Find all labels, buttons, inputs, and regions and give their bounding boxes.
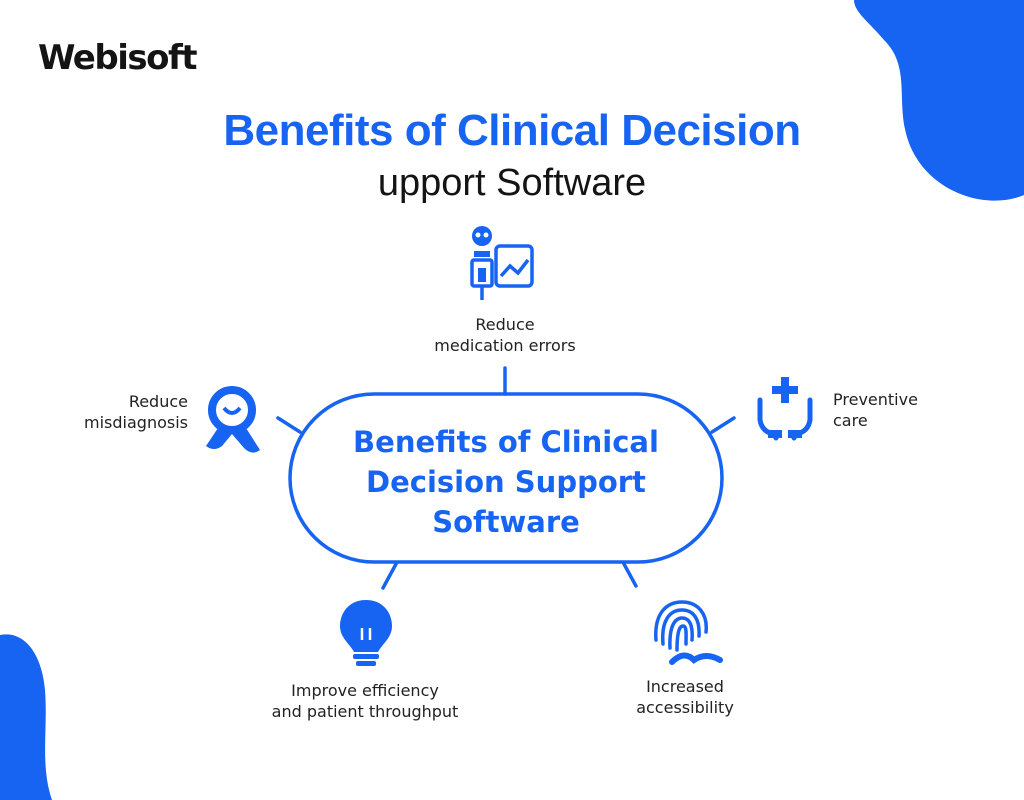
center-label-line-3: Software [432, 505, 580, 539]
node-label-preventive-line-2: care [833, 411, 868, 430]
connector-right [710, 416, 736, 434]
node-label-medication-line-1: Reduce [475, 315, 535, 334]
node-label-preventive-line-1: Preventive [833, 390, 918, 409]
node-label-efficiency-line-1: Improve efficiency [291, 681, 439, 700]
syringe-chart-icon [470, 226, 534, 300]
lightbulb-icon [340, 600, 392, 666]
patient-ribbon-icon [206, 386, 260, 453]
hands-cross-icon [757, 377, 813, 441]
brand-logo: Webisoft [38, 38, 197, 78]
fingerprint-icon [654, 600, 723, 665]
node-label-accessibility: Increased accessibility [595, 676, 775, 718]
corner-blob-top-right [854, 0, 1024, 201]
node-label-misdiagnosis-line-2: misdiagnosis [84, 413, 188, 432]
node-label-medication: Reduce medication errors [405, 314, 605, 356]
node-label-misdiagnosis-line-1: Reduce [128, 392, 188, 411]
connector-left [276, 416, 302, 434]
page-title-line-2: upport Software [377, 162, 647, 204]
node-label-medication-line-2: medication errors [434, 336, 576, 355]
connector-bottom-right [622, 562, 638, 588]
center-label: Benefits of Clinical Decision Support So… [290, 422, 722, 542]
node-label-efficiency-line-2: and patient throughput [271, 702, 459, 721]
center-label-line-1: Benefits of Clinical [353, 425, 659, 459]
node-label-preventive: Preventive care [833, 389, 983, 431]
node-label-efficiency: Improve efficiency and patient throughpu… [240, 680, 490, 722]
corner-blob-bottom-left [0, 634, 52, 800]
node-label-accessibility-line-1: Increased [646, 677, 724, 696]
center-label-line-2: Decision Support [366, 465, 646, 499]
connector-bottom-left [381, 562, 398, 590]
page-title-line-1: Benefits of Clinical Decision [223, 106, 801, 155]
node-label-misdiagnosis: Reduce misdiagnosis [40, 391, 188, 433]
node-label-accessibility-line-2: accessibility [636, 698, 734, 717]
